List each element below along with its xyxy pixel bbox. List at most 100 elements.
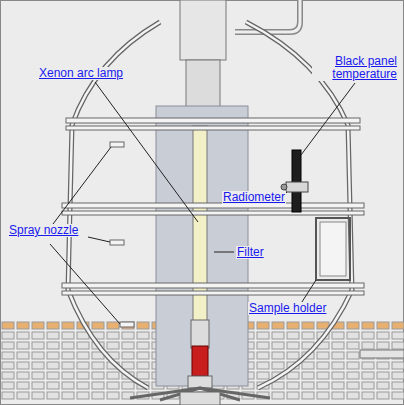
- floor-grid-cell: [47, 392, 59, 399]
- floor-grid-cell: [377, 372, 389, 379]
- floor-grid-cell: [272, 332, 284, 339]
- floor-grid-cell: [377, 382, 389, 389]
- floor-grid-cell: [47, 382, 59, 389]
- floor-grid-cell: [257, 362, 269, 369]
- floor-grid-cell: [287, 322, 299, 329]
- floor-grid-cell: [287, 392, 299, 399]
- floor-grid-cell: [362, 382, 374, 389]
- floor-grid-cell: [62, 362, 74, 369]
- floor-grid-cell: [32, 342, 44, 349]
- floor-grid-cell: [347, 372, 359, 379]
- floor-grid-cell: [47, 332, 59, 339]
- floor-grid-cell: [287, 342, 299, 349]
- floor-grid-cell: [77, 392, 89, 399]
- floor-grid-cell: [122, 362, 134, 369]
- floor-grid-cell: [107, 332, 119, 339]
- floor-grid-cell: [92, 382, 104, 389]
- floor-grid-cell: [122, 352, 134, 359]
- floor-grid-cell: [2, 322, 14, 329]
- floor-grid-cell: [272, 322, 284, 329]
- floor-grid-cell: [287, 332, 299, 339]
- floor-grid-cell: [137, 322, 149, 329]
- floor-grid-cell: [332, 392, 344, 399]
- floor-grid-cell: [47, 362, 59, 369]
- floor-grid-cell: [137, 372, 149, 379]
- floor-grid-cell: [332, 332, 344, 339]
- floor-grid-cell: [272, 382, 284, 389]
- floor-grid-cell: [332, 372, 344, 379]
- floor-grid-cell: [272, 352, 284, 359]
- floor-grid-cell: [392, 372, 404, 379]
- floor-grid-cell: [62, 322, 74, 329]
- floor-grid-cell: [287, 352, 299, 359]
- part-label: Sample holder: [248, 302, 327, 315]
- floor-grid-cell: [302, 392, 314, 399]
- floor-grid-cell: [137, 362, 149, 369]
- floor-grid-cell: [32, 392, 44, 399]
- floor-grid-cell: [332, 352, 344, 359]
- floor-grid-cell: [377, 322, 389, 329]
- floor-grid-cell: [392, 392, 404, 399]
- floor-grid-cell: [302, 372, 314, 379]
- floor-grid-cell: [347, 332, 359, 339]
- floor-grid-cell: [377, 362, 389, 369]
- floor-grid-cell: [392, 382, 404, 389]
- floor-grid-cell: [347, 392, 359, 399]
- floor-grid-cell: [377, 392, 389, 399]
- part-label: Radiometer: [222, 191, 286, 204]
- floor-grid-cell: [32, 382, 44, 389]
- floor-grid-cell: [32, 332, 44, 339]
- floor-grid-cell: [77, 342, 89, 349]
- floor-grid-cell: [62, 372, 74, 379]
- floor-grid-cell: [107, 382, 119, 389]
- floor-grid-cell: [317, 372, 329, 379]
- floor-grid-cell: [77, 352, 89, 359]
- floor-grid-cell: [122, 332, 134, 339]
- floor-grid-cell: [287, 382, 299, 389]
- floor-grid-cell: [362, 392, 374, 399]
- floor-grid-cell: [392, 362, 404, 369]
- floor-grid-cell: [272, 362, 284, 369]
- floor-grid-cell: [392, 342, 404, 349]
- floor-grid-cell: [317, 392, 329, 399]
- floor-grid-cell: [137, 352, 149, 359]
- floor-grid-cell: [332, 382, 344, 389]
- floor-grid-cell: [77, 372, 89, 379]
- part-label: Spray nozzle: [8, 224, 79, 237]
- floor-grid-cell: [122, 342, 134, 349]
- floor-grid-cell: [17, 392, 29, 399]
- floor-grid-cell: [32, 362, 44, 369]
- part-label: Filter: [236, 246, 265, 259]
- floor-grid-cell: [377, 342, 389, 349]
- floor-grid-cell: [347, 322, 359, 329]
- floor-grid-cell: [137, 332, 149, 339]
- floor-grid-cell: [362, 332, 374, 339]
- floor-grid-cell: [62, 342, 74, 349]
- floor-grid-cell: [272, 342, 284, 349]
- floor-grid-cell: [122, 382, 134, 389]
- floor-grid-cell: [137, 342, 149, 349]
- floor-grid-cell: [362, 342, 374, 349]
- floor-grid-cell: [257, 322, 269, 329]
- floor-grid-cell: [47, 322, 59, 329]
- floor-grid-cell: [92, 322, 104, 329]
- floor-grid-cell: [362, 372, 374, 379]
- floor-grid-cell: [272, 392, 284, 399]
- floor-grid-cell: [317, 382, 329, 389]
- floor-grid-cell: [62, 352, 74, 359]
- floor-grid-cell: [92, 372, 104, 379]
- floor-grid-cell: [302, 362, 314, 369]
- floor-grid-cell: [32, 352, 44, 359]
- floor-grid-cell: [362, 322, 374, 329]
- part-label: Xenon arc lamp: [38, 67, 124, 80]
- floor-grid-cell: [362, 362, 374, 369]
- floor-grid-cell: [32, 322, 44, 329]
- floor-grid-cell: [2, 332, 14, 339]
- floor-grid-cell: [317, 362, 329, 369]
- floor-grid-cell: [347, 352, 359, 359]
- floor-grid-cell: [347, 382, 359, 389]
- floor-grid-cell: [257, 332, 269, 339]
- floor-grid-cell: [257, 352, 269, 359]
- floor-grid-cell: [107, 372, 119, 379]
- floor-grid-cell: [17, 322, 29, 329]
